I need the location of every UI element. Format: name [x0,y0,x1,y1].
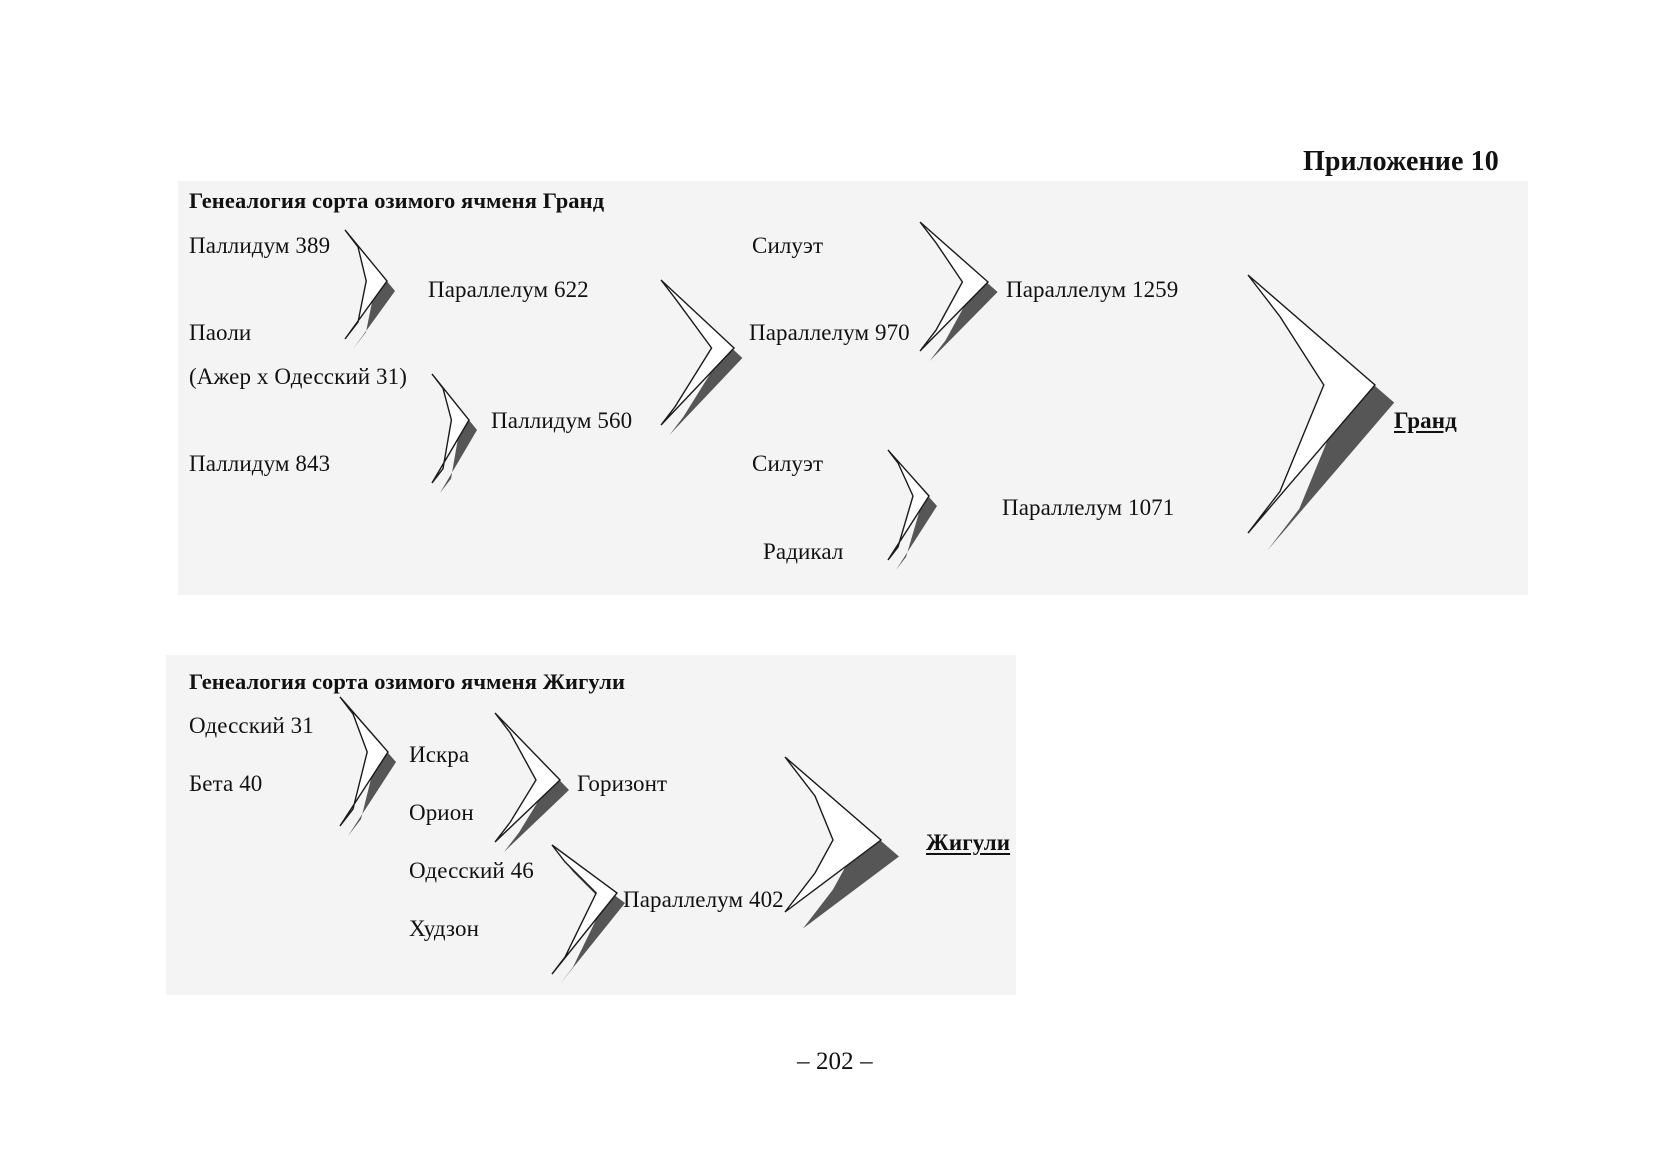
node-hudzon: Худзон [409,916,479,941]
grand-heading: Генеалогия сорта озимого ячменя Гранд [189,188,605,213]
cross-arrow-iskra [339,696,396,836]
cross-arrow-gorizont-face [494,712,561,843]
node-pallidum-843: Паллидум 843 [189,451,331,476]
cross-arrow-parallelum-1259-shadow [929,232,998,361]
cross-arrow-parallelum-970-face [660,279,735,426]
cross-arrow-gorizont [494,712,569,852]
cross-arrow-parallelum-1259-face [919,221,990,352]
node-beta-40: Бета 40 [189,771,263,796]
result-grand: Гранд [1394,408,1457,433]
appendix-title: Приложение 10 [1303,146,1499,177]
node-pallidum-389: Паллидум 389 [189,233,331,258]
node-parallelum-402: Параллелум 402 [623,887,784,912]
node-siluet-a: Силуэт [752,233,824,258]
node-parallelum-622: Параллелум 622 [428,277,589,302]
page-number: – 202 – [797,1048,873,1075]
cross-arrow-grand-shadow [1267,292,1395,551]
cross-arrow-parallelum-1259 [919,221,998,361]
cross-arrow-parallelum-1071 [887,449,937,570]
cross-arrow-parallelum-970-shadow [669,290,743,435]
node-iskra: Искра [409,742,470,767]
cross-arrow-pallidum-560 [431,373,477,493]
cross-arrow-iskra-shadow [348,707,396,836]
cross-arrow-grand-face [1247,274,1376,534]
cross-arrow-zhiguli [784,756,899,929]
cross-arrow-gorizont-shadow [504,723,569,852]
cross-arrow-zhiguli-face [784,756,883,913]
grand-diagram-background [178,181,1528,595]
cross-arrow-parallelum-402 [551,844,625,984]
cross-arrow-parallelum-1071-shadow [896,460,937,570]
cross-arrow-parallelum-970 [660,279,743,435]
cross-arrow-parallelum-1071-face [887,449,930,561]
node-orion: Орион [409,800,474,825]
cross-arrow-grand [1247,274,1395,551]
node-gorizont: Горизонт [577,771,668,796]
node-paoli: Паоли [189,320,252,345]
node-radikal: Радикал [763,539,844,564]
result-zhiguli: Жигули [926,830,1011,855]
cross-arrow-parallelum-402-face [551,844,619,975]
cross-arrow-parallelum-622-face [344,229,388,340]
node-parallelum-970: Параллелум 970 [749,320,910,345]
node-parallelum-1071: Параллелум 1071 [1002,495,1175,520]
node-odessky-31: Одесский 31 [189,713,314,738]
node-siluet-b: Силуэт [752,451,824,476]
zhiguli-heading: Генеалогия сорта озимого ячменя Жигули [189,669,626,694]
node-parallelum-1259: Параллелум 1259 [1006,277,1179,302]
node-odessky-46: Одесский 46 [409,858,534,883]
cross-arrow-pallidum-560-face [431,373,470,484]
cross-arrow-iskra-face [339,696,389,827]
cross-arrow-parallelum-622 [344,229,395,349]
node-azher-odessky-31: (Ажер х Одесский 31) [189,364,407,389]
node-pallidum-560: Паллидум 560 [491,408,633,433]
